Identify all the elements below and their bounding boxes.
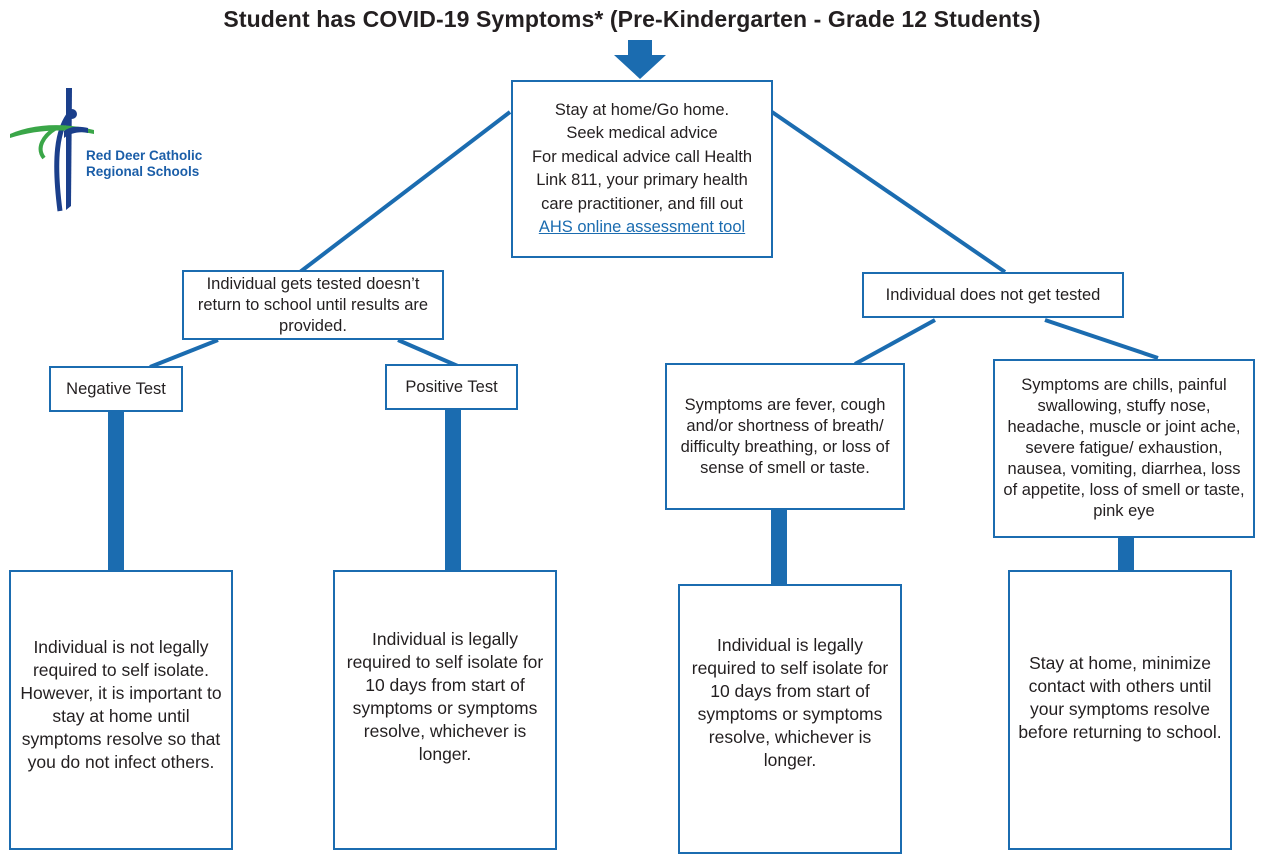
stay-home-line1: Stay at home/Go home. (554, 100, 730, 119)
core-symptoms-box: Symptoms are fever, cough and/or shortne… (665, 363, 905, 510)
not-tested-box: Individual does not get tested (862, 272, 1124, 318)
arrow-title-down (614, 40, 666, 79)
stay-home-line5: care practitioner, and fill out (541, 194, 743, 213)
connector-not-tested-to-core (854, 318, 936, 366)
stay-home-line4: Link 811, your primary health (536, 171, 748, 189)
logo-text: Red Deer Catholic Regional Schools (86, 148, 202, 180)
arrow-negative-down (91, 412, 141, 617)
tested-box: Individual gets tested doesn’t return to… (182, 270, 444, 340)
ahs-assessment-link[interactable]: AHS online assessment tool (538, 218, 746, 236)
stay-home-box: Stay at home/Go home. Seek medical advic… (511, 80, 773, 258)
logo-text-line2: Regional Schools (86, 164, 200, 179)
outcome-negative-box: Individual is not legally required to se… (9, 570, 233, 850)
arrow-core-down (754, 510, 804, 618)
logo-text-line1: Red Deer Catholic (86, 148, 203, 163)
connector-tested-to-negative (149, 338, 219, 369)
connector-top-to-not-tested (770, 110, 1007, 274)
connector-not-tested-to-other (1044, 318, 1159, 360)
outcome-other-box: Stay at home, minimize contact with othe… (1008, 570, 1232, 850)
arrow-positive-down (428, 410, 478, 615)
other-symptoms-box: Symptoms are chills, painful swallowing,… (993, 359, 1255, 538)
school-logo-icon (10, 88, 94, 212)
page-title: Student has COVID-19 Symptoms* (Pre-Kind… (223, 6, 1041, 32)
connector-top-to-tested (298, 110, 512, 274)
outcome-positive-box: Individual is legally required to self i… (333, 570, 557, 850)
stay-home-line3: For medical advice call Health (531, 147, 753, 166)
negative-test-box: Negative Test (49, 366, 183, 412)
connector-tested-to-positive (397, 338, 461, 369)
outcome-core-box: Individual is legally required to self i… (678, 584, 902, 854)
positive-test-box: Positive Test (385, 364, 518, 410)
stay-home-line2: Seek medical advice (566, 124, 718, 142)
